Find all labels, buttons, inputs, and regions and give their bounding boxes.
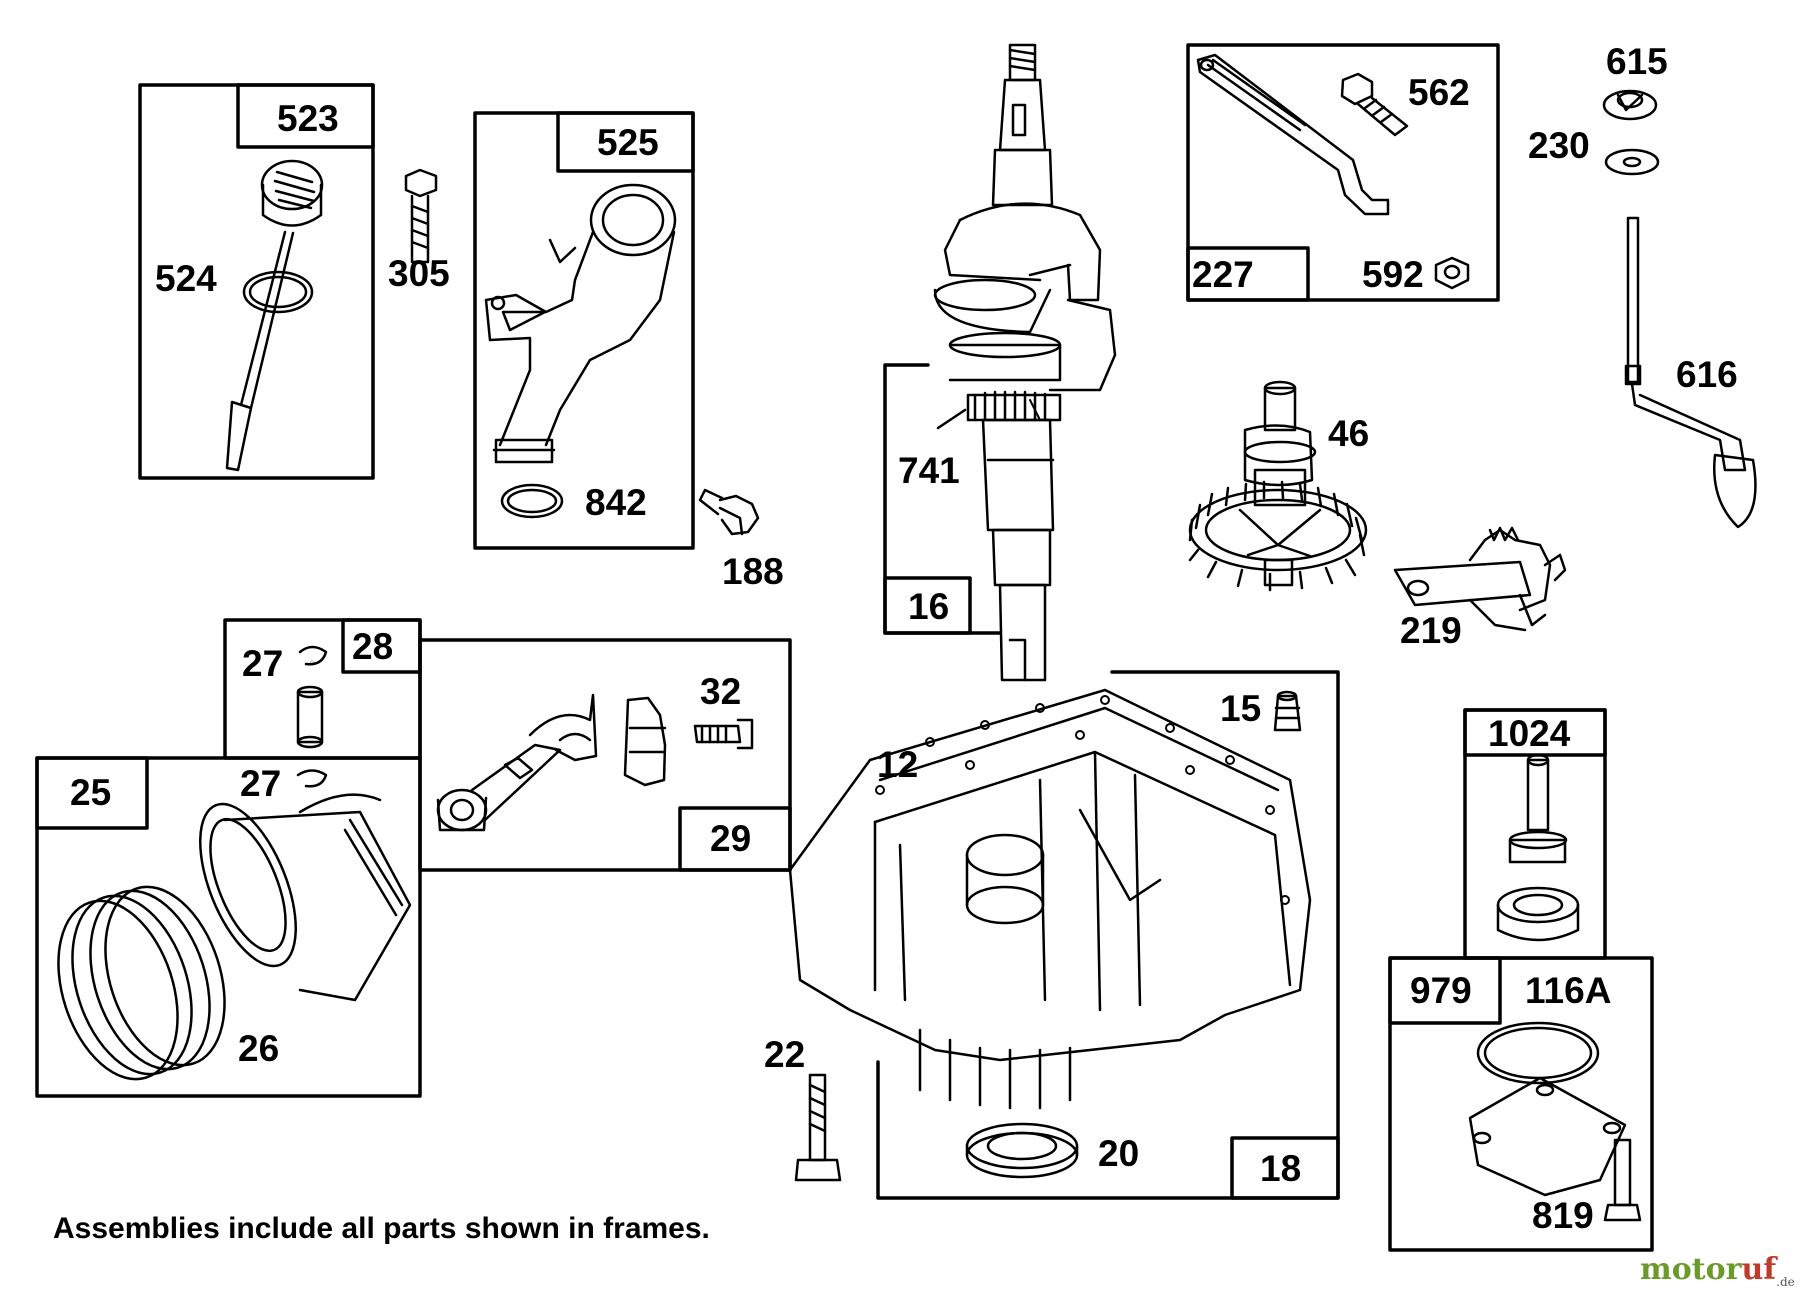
frame-25-tab [35,756,149,830]
part-label-26: 26 [238,1028,280,1069]
part-label-819: 819 [1532,1195,1594,1236]
frame-label-16: 16 [908,586,950,627]
frame-227-box [1186,43,1500,302]
part-label-12: 12 [877,744,919,785]
part-label-592: 592 [1362,254,1424,295]
frame-523-tab [236,83,375,149]
watermark-part-a: motor [1640,1252,1742,1287]
part-label-22: 22 [764,1034,806,1075]
oil-pump-drawing [1468,753,1642,1222]
frame-525-box [473,111,695,550]
frame-25-box [35,756,422,1098]
frame-16-tab [883,576,972,635]
crankcase-drawing [788,688,1312,1110]
frame-18-bracket [876,670,1340,1200]
oil-fill-tube-drawing [484,183,677,519]
frame-979-tab [1388,956,1502,1025]
frame-label-227: 227 [1192,254,1254,295]
part-label-616: 616 [1676,354,1738,395]
part-label-219: 219 [1400,610,1462,651]
connecting-rod-drawing [436,693,754,832]
bolt-305-drawing [404,168,438,264]
assembly-frames [35,43,1654,1252]
part-label-741: 741 [898,450,960,491]
part-label-562: 562 [1408,72,1470,113]
watermark-logo: motoruf.de [1640,1252,1795,1289]
part-label-116a: 116A [1525,970,1612,1011]
watermark-suffix: .de [1776,1275,1795,1289]
crankshaft-drawing [933,43,1117,682]
frame-18-tab [1230,1136,1340,1200]
plug-15-drawing [1273,690,1302,732]
part-label-27-top: 27 [242,643,284,684]
dipstick-drawing [225,159,324,472]
frame-label-1024: 1024 [1488,713,1571,754]
frame-label-979: 979 [1410,970,1472,1011]
piston-pin-drawing [296,645,328,788]
frame-label-525: 525 [597,122,659,163]
frame-979-box [1388,956,1654,1252]
bolt-188-drawing [698,488,760,536]
governor-shaft-drawing [1602,89,1757,529]
governor-bracket-drawing [1196,53,1470,290]
part-label-46: 46 [1328,413,1370,454]
part-label-27-bottom: 27 [240,763,282,804]
camshaft-drawing [1188,380,1368,592]
part-label-32: 32 [700,671,742,712]
part-label-524: 524 [155,258,217,299]
part-label-15: 15 [1220,688,1262,729]
part-label-20: 20 [1098,1133,1140,1174]
part-label-305: 305 [388,253,450,294]
bolt-22-drawing [794,1073,842,1182]
frame-label-28: 28 [352,626,394,667]
piston-rings-drawing [57,885,226,1081]
frame-label-18: 18 [1260,1148,1302,1189]
governor-assembly-drawing [1393,526,1567,632]
part-label-230: 230 [1528,125,1590,166]
part-label-615: 615 [1606,41,1668,82]
oil-seal-drawing [965,1122,1079,1179]
frame-label-29: 29 [710,818,752,859]
frame-29-tab [678,806,792,872]
frame-label-523: 523 [277,98,339,139]
assemblies-note: Assemblies include all parts shown in fr… [53,1212,710,1245]
part-label-188: 188 [722,551,784,592]
watermark-part-b: uf [1741,1252,1777,1287]
frame-227-tab [1186,246,1310,302]
frame-label-25: 25 [70,772,112,813]
frame-29-box [418,638,792,872]
frame-525-tab [556,111,695,173]
leader-lines [1029,399,1041,421]
part-label-842: 842 [585,482,647,523]
piston-drawing [199,793,412,1002]
